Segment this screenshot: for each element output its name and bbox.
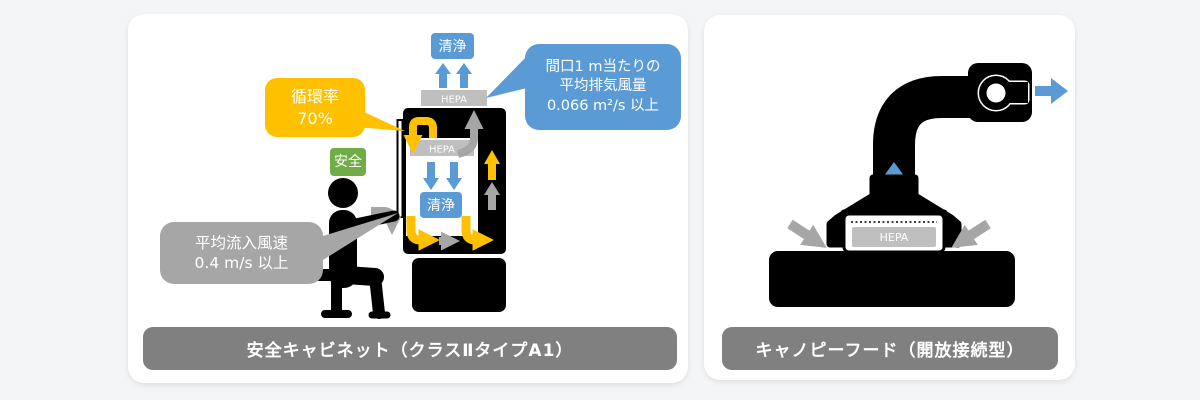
hepa-label-top: HEPA bbox=[441, 95, 467, 106]
grille-elbow-arrow-icon bbox=[406, 216, 440, 251]
front-sash bbox=[396, 119, 404, 218]
canopy-hood-diagram: HEPA bbox=[769, 63, 1068, 307]
room-air-arrow-left-icon bbox=[787, 219, 827, 248]
hepa-filter-top bbox=[421, 90, 487, 106]
clean-air-box-inner bbox=[420, 192, 462, 218]
operator-shin bbox=[369, 271, 385, 319]
stool-base bbox=[321, 310, 352, 318]
hepa-label-canopy: HEPA bbox=[880, 231, 909, 244]
fan-icon bbox=[977, 74, 1030, 112]
inflow-velocity-callout: 平均流入風速 0.4 m/s 以上 bbox=[160, 222, 323, 284]
hepa-label-inner: HEPA bbox=[429, 145, 455, 156]
circulation-line2: 70% bbox=[297, 108, 333, 128]
panel-title-right-label: キャノピーフード（開放接続型） bbox=[755, 341, 1025, 361]
exhaust-up-arrow-icon bbox=[435, 63, 451, 88]
clean-air-label-top: 清浄 bbox=[439, 39, 467, 55]
safety-badge: 安全 bbox=[330, 148, 366, 176]
inflow-line1: 平均流入風速 bbox=[194, 233, 288, 252]
canopy-hood bbox=[826, 174, 962, 248]
exhaust-line2: 平均排気風量 bbox=[559, 78, 647, 95]
exhaust-callout-pointer bbox=[486, 56, 527, 98]
riser-up-arrow-yellow-icon bbox=[484, 150, 500, 180]
exhaust-volume-callout: 間口1 m当たりの 平均排気風量 0.066 m²/s 以上 bbox=[525, 44, 681, 130]
downflow-arrow-icon bbox=[446, 162, 462, 190]
hepa-filter bbox=[852, 227, 936, 247]
exhaust-line1: 間口1 m当たりの bbox=[545, 59, 661, 76]
base-cabinet bbox=[412, 258, 506, 312]
panel-safety-cabinet: 清浄 HEPA HEPA 清浄 bbox=[128, 14, 688, 383]
downflow-arrow-icon bbox=[423, 162, 439, 190]
panel-title-canopy-hood: キャノピーフード（開放接続型） bbox=[722, 327, 1058, 370]
panel-title-safety-cabinet: 安全キャビネット（クラスⅡタイプA1） bbox=[143, 327, 677, 370]
exhaust-out-arrow-icon bbox=[1035, 78, 1068, 104]
clean-air-box-top bbox=[431, 33, 474, 59]
stool-seat bbox=[313, 269, 360, 281]
equipment-base bbox=[769, 251, 1015, 307]
exhaust-duct-arrow-icon bbox=[456, 110, 484, 158]
panel-canopy-hood: HEPA キャノピーフード（開放接続型） bbox=[704, 15, 1075, 380]
circulation-rate-callout: 循環率 70% bbox=[265, 78, 365, 137]
operator-head bbox=[328, 178, 358, 208]
clean-air-label-inner: 清浄 bbox=[427, 198, 455, 214]
exhaust-up-arrow-icon bbox=[456, 63, 472, 88]
exhaust-line3: 0.066 m²/s 以上 bbox=[546, 97, 660, 114]
grille-elbow-arrow-icon bbox=[461, 216, 494, 251]
room-air-arrow-right-icon bbox=[951, 219, 991, 248]
circulation-line1: 循環率 bbox=[290, 87, 339, 107]
inflow-line2: 0.4 m/s 以上 bbox=[194, 254, 289, 272]
riser-up-arrow-gray-icon bbox=[484, 182, 500, 210]
inflow-callout-pointer bbox=[323, 213, 398, 260]
exhaust-duct bbox=[873, 76, 972, 207]
safety-cabinet-diagram: 清浄 HEPA HEPA 清浄 bbox=[313, 33, 527, 319]
safety-badge-label: 安全 bbox=[334, 153, 362, 170]
stool-column bbox=[331, 281, 342, 312]
recirculation-arrow-icon bbox=[403, 117, 437, 154]
panel-title-left-label: 安全キャビネット（クラスⅡタイプA1） bbox=[246, 341, 574, 361]
